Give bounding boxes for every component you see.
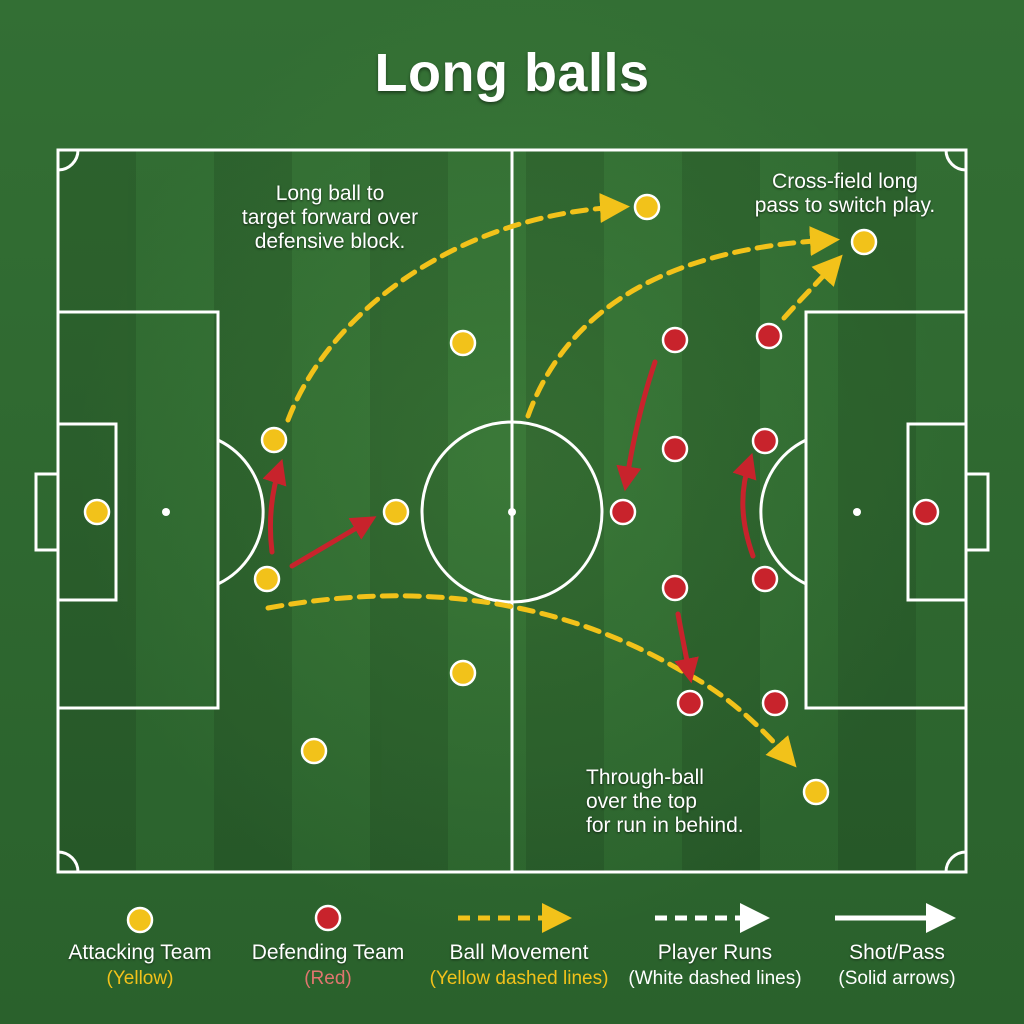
legend-attacking-dot [126,906,154,934]
diagram-title: Long balls [374,43,650,103]
attacking-player [83,498,111,526]
attacking-player [382,498,410,526]
left-penalty-spot [162,508,170,516]
corner-arc-tl [57,149,80,172]
legend-player-runs: Player Runs (White dashed lines) [620,940,810,992]
defending-player [761,689,789,717]
legend-shot-label: Shot/Pass [849,941,945,964]
annotation-line: Through-ball [586,766,704,789]
legend-attacking-sub: (Yellow) [106,968,174,989]
defending-player [661,326,689,354]
pitch-stripes [58,150,916,872]
run-arrow-2 [289,516,377,569]
attacking-players [83,193,878,806]
defending-player [676,689,704,717]
player-movement-arrows [262,359,757,684]
right-goal [964,472,990,552]
long-ball-path [285,193,630,423]
attacking-player [449,329,477,357]
defending-player [661,435,689,463]
attacking-player [300,737,328,765]
run-arrow-1 [262,458,287,555]
annotation-through-ball: Through-ball over the top for run in beh… [586,766,816,838]
annotation-line: over the top [586,790,697,813]
legend-shot-pass: Shot/Pass (Solid arrows) [802,940,992,992]
legend-runs-label: Player Runs [657,941,773,964]
legend-ball-movement: Ball Movement (Yellow dashed lines) [424,940,614,992]
winger-run-path [781,254,843,321]
corner-arc-br [944,850,967,873]
right-penalty-arc [759,438,807,586]
annotation-line: defensive block. [254,230,406,253]
annotation-line: Long ball to [275,182,385,205]
ball-movements [265,193,843,768]
corner-arc-tr [944,149,967,172]
defending-player [751,427,779,455]
attacking-player [633,193,661,221]
left-penalty-arc [217,438,265,586]
attacking-player [449,659,477,687]
defending-player [755,322,783,350]
attacking-player [253,565,281,593]
legend-defending: Defending Team (Red) [233,940,423,992]
corner-arc-bl [57,850,80,873]
annotation-cross-field: Cross-field long pass to switch play. [720,170,970,218]
left-goal [34,472,60,552]
annotation-line: Cross-field long [772,170,918,193]
defending-player [609,498,637,526]
legend-attacking-label: Attacking Team [68,941,212,964]
right-penalty-spot [853,508,861,516]
pitch-spots [162,508,861,516]
legend-runs-sub: (White dashed lines) [628,968,802,989]
run-arrow-4 [732,452,757,559]
legend-shot-sub: (Solid arrows) [838,968,956,989]
defending-player [912,498,940,526]
annotation-line: target forward over [241,206,419,229]
legend-defending-dot [314,904,342,932]
cross-field-path [525,226,840,419]
annotation-line: for run in behind. [586,814,744,837]
legend-attacking: Attacking Team (Yellow) [45,940,235,992]
legend-ball-label: Ball Movement [449,941,589,964]
center-circle [420,420,604,604]
annotation-line: pass to switch play. [754,194,936,217]
defending-player [661,574,689,602]
legend-defending-sub: (Red) [304,968,352,989]
legend-defending-label: Defending Team [251,941,405,964]
attacking-player [850,228,878,256]
attacking-player [802,778,830,806]
run-arrow-5 [674,611,699,684]
legend-symbols [126,903,956,934]
center-spot [508,508,516,516]
defending-players [609,322,940,717]
annotation-long-ball: Long ball to target forward over defensi… [200,182,460,254]
defending-player [751,565,779,593]
attacking-player [260,426,288,454]
legend-ball-sub: (Yellow dashed lines) [429,968,609,989]
run-arrow-3 [616,359,658,492]
through-ball-path [265,593,797,768]
